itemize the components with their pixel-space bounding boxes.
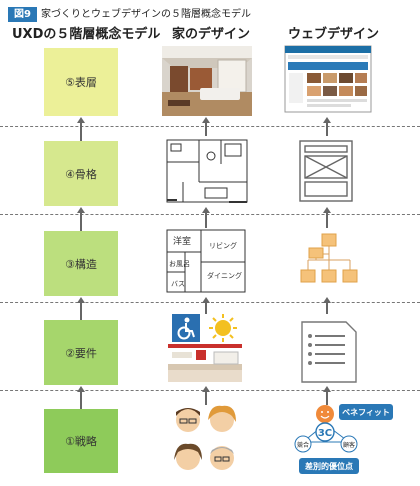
column-header-uxd: UXDの５階層概念モデル (12, 27, 161, 42)
document-list-icon (301, 321, 357, 383)
strategy-3c-diagram: 3C 競合 顧客 ベネフィット 差別的優位点 (294, 404, 393, 474)
wireframe-icon (299, 140, 353, 202)
figure-title: 家づくりとウェブデザインの５階層概念モデル (41, 9, 251, 20)
room-label-dining: ダイニング (207, 271, 242, 280)
column-header-web: ウェブデザイン (288, 27, 380, 42)
advantage-label: 差別的優位点 (304, 461, 353, 471)
floor-plan-sketch (166, 139, 248, 203)
layer-label: ②要件 (65, 346, 97, 360)
benefit-label: ベネフィット (342, 407, 390, 417)
kitchen-illustration (168, 344, 242, 382)
layer-divider (0, 390, 420, 391)
column-header-house: 家のデザイン (172, 27, 251, 42)
label-customer: 顧客 (343, 441, 355, 449)
layer-divider (0, 126, 420, 127)
layer-skeleton: ④骨格 (44, 141, 118, 206)
label-3c: 3C (318, 428, 332, 439)
advantage-badge (299, 458, 359, 474)
layer-structure: ③構造 (44, 231, 118, 296)
layer-label: ④骨格 (65, 167, 97, 181)
website-screenshot (284, 45, 372, 113)
benefit-badge (339, 404, 393, 420)
label-competitor: 競合 (297, 441, 309, 449)
wheelchair-icon (172, 314, 200, 342)
layer-divider (0, 214, 420, 215)
layer-strategy: ①戦略 (44, 409, 118, 473)
figure-number: 図9 (8, 7, 37, 22)
room-label-western: 洋室 (173, 235, 191, 247)
site-structure-tree (300, 233, 358, 283)
floor-plan-rooms: 洋室 リビング お風呂 ダイニング バス (166, 229, 246, 293)
room-label-living: リビング (209, 241, 237, 250)
house-interior-photo (162, 46, 252, 116)
sun-icon (209, 314, 237, 342)
layer-surface: ⑤表層 (44, 48, 118, 116)
layer-label: ①戦略 (65, 435, 97, 448)
layer-label: ⑤表層 (65, 76, 97, 89)
family-illustration (174, 405, 236, 470)
layer-divider (0, 302, 420, 303)
layer-label: ③構造 (65, 257, 97, 271)
layer-scope: ②要件 (44, 320, 118, 385)
room-label-bath: お風呂 (169, 260, 190, 268)
room-label-bath2: バス (171, 280, 185, 288)
smiley-icon (316, 405, 334, 423)
